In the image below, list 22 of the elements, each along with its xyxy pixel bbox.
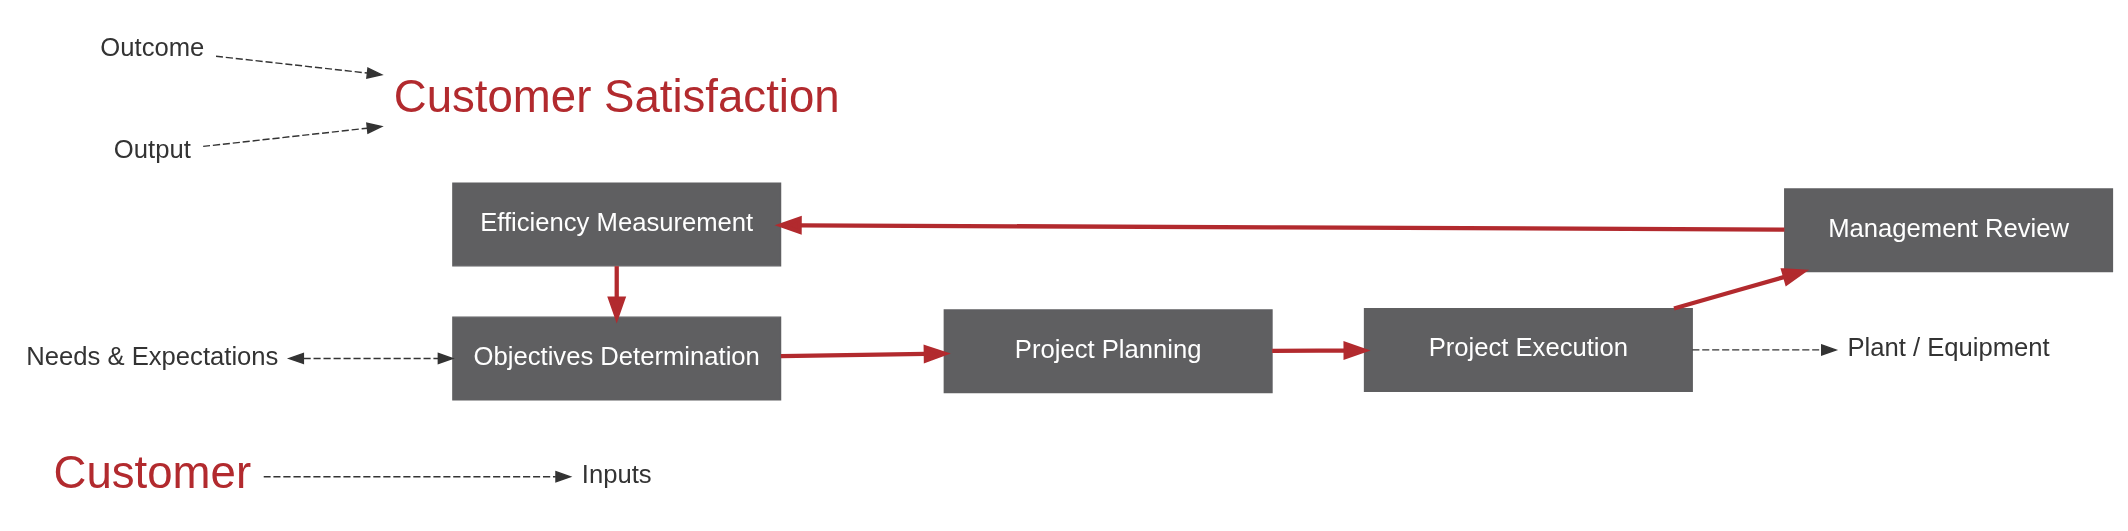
node-text: Inputs <box>581 459 652 488</box>
arrow <box>1272 341 1371 360</box>
arrow <box>1673 268 1810 311</box>
arrow <box>780 344 951 364</box>
node-box: Project Execution <box>1363 307 1693 392</box>
node-box: Project Planning <box>943 309 1273 394</box>
arrow <box>202 122 384 148</box>
node-text: Plant / Equipment <box>1847 333 2050 362</box>
arrow <box>215 55 384 79</box>
node-box: Efficiency Measurement <box>452 182 782 267</box>
node-text: Customer <box>53 447 252 499</box>
arrow <box>263 470 573 483</box>
arrow <box>1691 343 1839 356</box>
node-text: Customer Satisfaction <box>393 71 840 123</box>
node-box: Management Review <box>1784 188 2114 273</box>
node-text: Needs & Expectations <box>26 341 279 370</box>
node-text: Output <box>113 135 191 164</box>
arrow <box>607 266 627 324</box>
node-box: Objectives Determination <box>452 316 782 401</box>
arrow <box>286 352 455 365</box>
arrow <box>774 215 1785 235</box>
node-text: Outcome <box>100 32 205 61</box>
